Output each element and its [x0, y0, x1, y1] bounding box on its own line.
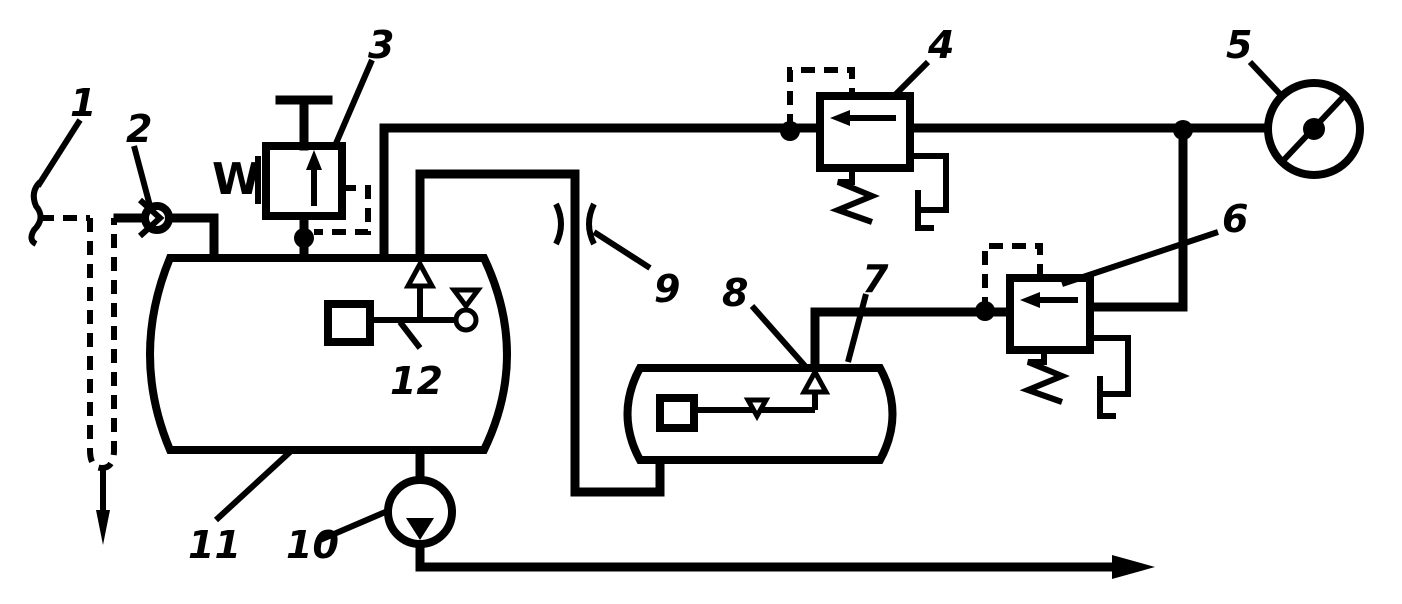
label-9: 9	[654, 267, 680, 311]
valve3-body	[262, 142, 346, 220]
tank11-float	[324, 300, 374, 346]
pipelines	[113, 123, 1273, 579]
valve6-drain	[1090, 335, 1131, 419]
discharge-arrow-head	[1112, 555, 1155, 579]
valve6-arrow-head	[1020, 292, 1040, 308]
component-7-tank	[623, 364, 897, 464]
discharge-line	[415, 535, 1125, 572]
leader-3	[331, 58, 375, 150]
spring-symbol-w: W	[212, 154, 261, 205]
component-12-sensor	[453, 307, 479, 333]
valve3-arrow-head	[306, 150, 322, 170]
component-1-drain-pipe	[28, 179, 117, 545]
junction-dot	[294, 228, 314, 248]
valve4-arrow-head	[830, 110, 850, 126]
main-supply-line	[379, 123, 825, 257]
labels: 1 2 3 4 5 6 7 8 9 10 11 12	[70, 23, 1252, 567]
junctions	[294, 120, 1193, 321]
leader-8	[749, 304, 808, 368]
leader-7	[845, 293, 869, 363]
label-4: 4	[927, 23, 954, 67]
line-8-to-valve6	[810, 307, 1015, 373]
component-10-pump	[384, 476, 456, 548]
valve4-spring	[829, 168, 880, 225]
leader-9	[592, 229, 652, 271]
restrictor-right	[586, 202, 597, 246]
tank11-body	[146, 254, 511, 454]
label-3: 3	[368, 23, 394, 67]
valve6-spring	[1019, 350, 1070, 405]
label-5: 5	[1226, 23, 1252, 67]
line-to-valve6	[1085, 123, 1188, 312]
label-10: 10	[286, 523, 339, 567]
valve6-body	[1006, 274, 1094, 354]
label-2: 2	[126, 107, 152, 151]
label-11: 11	[188, 523, 241, 567]
cap-shape	[28, 179, 44, 247]
label-7: 7	[862, 257, 889, 301]
label-1: 1	[70, 81, 96, 125]
component-5-gauge	[1264, 79, 1364, 179]
return-loop-line	[415, 169, 665, 497]
leader-11	[213, 449, 293, 523]
leader-10	[318, 507, 392, 543]
leader-2	[131, 145, 153, 207]
label-12: 12	[390, 359, 443, 403]
valve6-pilot-line	[982, 243, 1043, 311]
restrictor-left	[553, 202, 564, 246]
dashed-pipe	[87, 218, 117, 472]
component-9-restrictor	[553, 202, 597, 246]
leader-1	[35, 118, 83, 188]
tank7-float	[656, 394, 698, 432]
leader-5	[1247, 59, 1283, 97]
junction-dot	[1173, 120, 1193, 140]
tank7-level-marker	[743, 397, 771, 422]
label-8: 8	[722, 271, 748, 315]
component-6-valve	[982, 243, 1131, 419]
pump10-triangle	[406, 518, 434, 540]
leader-lines	[35, 58, 1283, 543]
line-2-to-tank	[165, 213, 219, 257]
valve4-pilot-line	[787, 67, 855, 128]
valve3-pilot-line	[314, 185, 371, 235]
gauge5-needle	[1277, 91, 1349, 167]
drain-arrow-head	[96, 510, 110, 545]
component-2-check-valve	[137, 197, 173, 239]
label-6: 6	[1222, 197, 1248, 241]
component-11-tank	[146, 254, 511, 454]
check-seat	[137, 197, 165, 239]
leader-4	[891, 59, 931, 99]
junction-dot	[780, 121, 800, 141]
component-4-valve	[787, 67, 949, 231]
valve4-body	[816, 92, 914, 172]
leader-12	[397, 320, 423, 350]
leader-6	[1061, 229, 1219, 287]
valve4-drain	[910, 153, 949, 231]
tank11-level-marker	[449, 287, 483, 311]
tank11-outlet-valve	[403, 258, 437, 289]
component-3-valve: W	[212, 95, 371, 235]
